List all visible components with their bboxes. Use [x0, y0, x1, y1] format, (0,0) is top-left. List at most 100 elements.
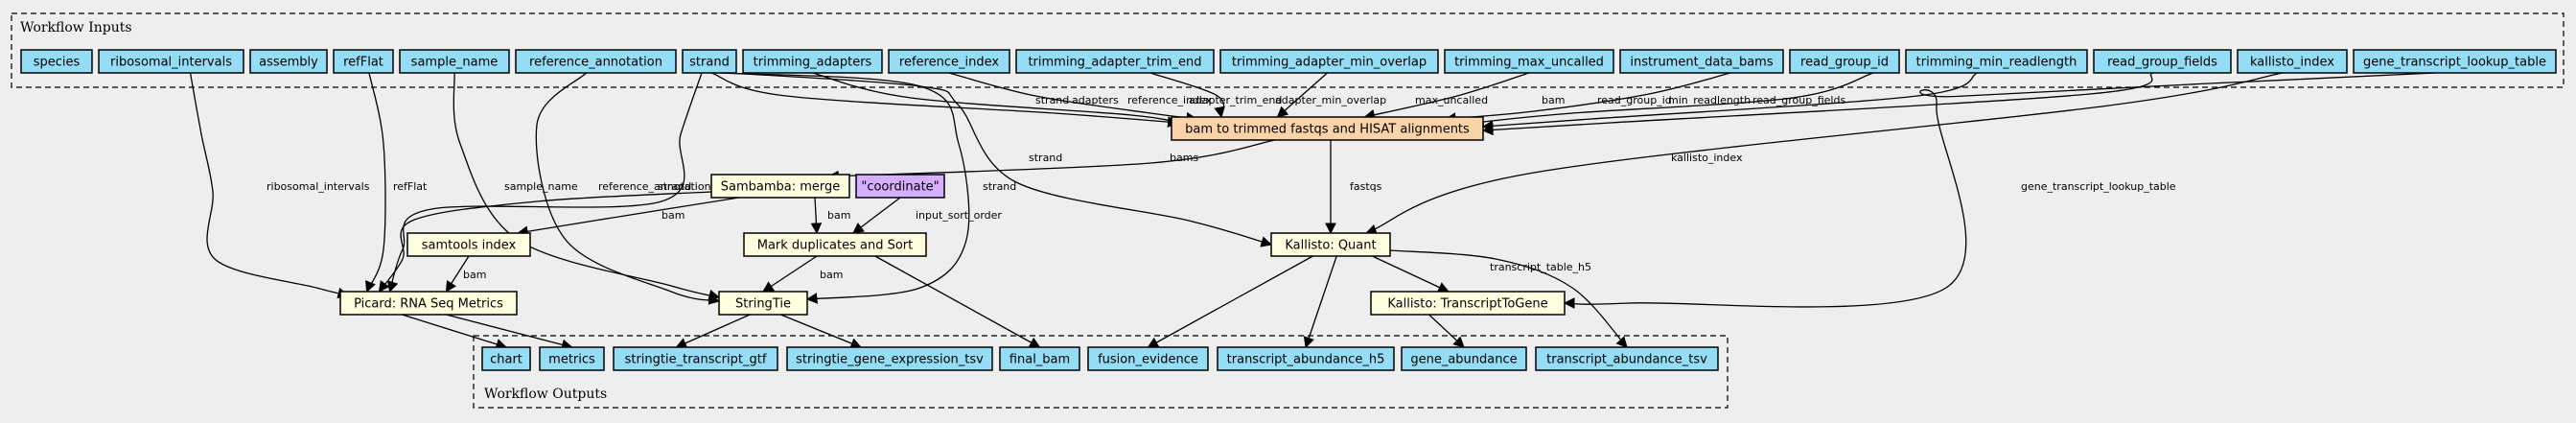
input-box-gene_transcript_lookup_table [2353, 49, 2557, 74]
step-label-sambamba_merge: Sambamba: merge [721, 180, 841, 195]
step-label-stringtie: StringTie [735, 297, 791, 312]
edge-label-sambamba_merge-to-samtools_index: bam [661, 209, 685, 222]
step-samtools_index: samtools index [406, 232, 531, 257]
edge-kallisto_quant-to-transcript_abundance_h5 [1303, 255, 1337, 349]
input-box-reference_index [888, 49, 1010, 74]
output-label-final_bam: final_bam [1010, 353, 1070, 367]
step-box-mark_duplicates [743, 232, 927, 257]
step-box-kallisto_t2g [1370, 291, 1566, 316]
input-box-assembly [249, 49, 328, 74]
edge-label-kallisto_quant-to-kallisto_t2g: transcript_table_h5 [1490, 261, 1591, 273]
input-label-trimming_adapter_trim_end: trimming_adapter_trim_end [1028, 56, 1201, 70]
input-box-trimming_adapters [742, 49, 883, 74]
edge-trimming_min_readlength-to-bam_to_trimmed [1481, 72, 1978, 132]
edge-label-sample_name-to-stringtie: sample_name [504, 180, 578, 193]
step-label-kallisto_quant: Kallisto: Quant [1285, 239, 1376, 253]
step-stringtie: StringTie [718, 291, 808, 316]
edge-stringtie-to-stringtie_transcript_gtf [675, 314, 751, 349]
edge-refFlat-to-picard_rnaseq [365, 72, 386, 294]
step-box-coordinate [855, 174, 945, 199]
output-label-transcript_abundance_h5: transcript_abundance_h5 [1227, 353, 1385, 367]
edge-samtools_index-to-picard_rnaseq [445, 255, 470, 293]
output-box-stringtie_transcript_gtf [613, 346, 778, 371]
workflow-outputs-label: Workflow Outputs [484, 387, 607, 402]
edge-mark_duplicates-to-stringtie [762, 255, 818, 293]
input-instrument_data_bams: instrument_data_bams [1619, 49, 1784, 74]
step-picard_rnaseq: Picard: RNA Seq Metrics [339, 291, 518, 316]
input-box-trimming_max_uncalled [1444, 49, 1614, 74]
workflow-inputs-label: Workflow Inputs [20, 20, 132, 35]
edge-label-kallisto_index-to-kallisto_quant: kallisto_index [1671, 152, 1743, 164]
edge-coordinate-to-mark_duplicates [852, 197, 901, 234]
input-label-read_group_fields: read_group_fields [2107, 56, 2217, 70]
edge-label-reference_annotation-to-stringtie: reference_annotation [598, 180, 711, 193]
input-sample_name: sample_name [399, 49, 510, 74]
edge-read_group_id-to-bam_to_trimmed [1473, 72, 1874, 128]
edge-trimming_adapter_min_overlap-to-bam_to_trimmed [1276, 72, 1328, 118]
input-label-read_group_id: read_group_id [1800, 56, 1889, 70]
step-box-stringtie [718, 291, 808, 316]
input-box-sample_name [399, 49, 510, 74]
input-box-trimming_adapter_min_overlap [1219, 49, 1439, 74]
input-read_group_id: read_group_id [1789, 49, 1900, 74]
edge-label-read_group_id-to-bam_to_trimmed: read_group_id [1597, 94, 1672, 106]
edge-label-strand-to-stringtie: strand [983, 180, 1016, 193]
input-kallisto_index: kallisto_index [2237, 49, 2348, 74]
input-box-read_group_fields [2093, 49, 2232, 74]
input-reference_index: reference_index [888, 49, 1010, 74]
input-refFlat: refFlat [333, 49, 394, 74]
input-read_group_fields: read_group_fields [2093, 49, 2232, 74]
input-label-instrument_data_bams: instrument_data_bams [1630, 56, 1773, 70]
input-box-refFlat [333, 49, 394, 74]
edge-label-gene_transcript_lookup_table-to-kallisto_t2g: gene_transcript_lookup_table [2021, 180, 2176, 193]
edge-sambamba_merge-to-samtools_index [517, 197, 739, 238]
edge-instrument_data_bams-to-bam_to_trimmed [1444, 72, 1731, 124]
input-trimming_min_readlength: trimming_min_readlength [1905, 49, 2088, 74]
input-ribosomal_intervals: ribosomal_intervals [98, 49, 244, 74]
output-transcript_abundance_tsv: transcript_abundance_tsv [1535, 346, 1719, 371]
input-box-strand [682, 49, 737, 74]
input-box-kallisto_index [2237, 49, 2348, 74]
input-box-trimming_adapter_trim_end [1015, 49, 1215, 74]
step-box-samtools_index [406, 232, 531, 257]
step-box-sambamba_merge [710, 174, 850, 199]
edge-strand-to-stringtie [720, 72, 970, 304]
output-box-gene_abundance [1401, 346, 1527, 371]
input-reference_annotation: reference_annotation [515, 49, 677, 74]
input-box-reference_annotation [515, 49, 677, 74]
edge-kallisto_quant-to-transcript_abundance_tsv [1389, 249, 1628, 348]
input-label-ribosomal_intervals: ribosomal_intervals [110, 56, 232, 70]
step-kallisto_t2g: Kallisto: TranscriptToGene [1370, 291, 1566, 316]
output-metrics: metrics [539, 346, 605, 371]
input-species: species [20, 49, 93, 74]
step-kallisto_quant: Kallisto: Quant [1270, 232, 1391, 257]
edge-label-strand-to-picard_rnaseq: strand [658, 180, 691, 193]
edge-reference_annotation-to-stringtie [535, 72, 721, 305]
input-label-sample_name: sample_name [411, 56, 499, 70]
edge-kallisto_t2g-to-gene_abundance [1428, 314, 1465, 348]
step-box-picard_rnaseq [339, 291, 518, 316]
input-label-reference_index: reference_index [899, 56, 999, 70]
edge-read_group_fields-to-bam_to_trimmed [1481, 72, 2153, 136]
input-box-species [20, 49, 93, 74]
edge-stringtie-to-stringtie_gene_expression_tsv [780, 314, 863, 349]
input-strand: strand [682, 49, 737, 74]
output-box-metrics [539, 346, 605, 371]
edge-mark_duplicates-to-final_bam [874, 255, 1041, 348]
edge-ribosomal_intervals-to-picard_rnaseq [189, 72, 350, 299]
workflow-outputs-cluster [473, 335, 1729, 409]
step-box-kallisto_quant [1270, 232, 1391, 257]
output-box-fusion_evidence [1087, 346, 1209, 371]
edge-label-strand-to-bam_to_trimmed: strand [1035, 94, 1069, 106]
step-label-bam_to_trimmed: bam to trimmed fastqs and HISAT alignmen… [1185, 123, 1470, 137]
step-label-samtools_index: samtools index [422, 239, 517, 253]
input-label-trimming_max_uncalled: trimming_max_uncalled [1454, 56, 1604, 70]
output-label-chart: chart [490, 353, 522, 367]
output-label-transcript_abundance_tsv: transcript_abundance_tsv [1546, 353, 1707, 367]
step-sambamba_merge: Sambamba: merge [710, 174, 850, 199]
input-trimming_adapter_min_overlap: trimming_adapter_min_overlap [1219, 49, 1439, 74]
edge-label-coordinate-to-mark_duplicates: input_sort_order [916, 209, 1002, 222]
output-label-metrics: metrics [548, 353, 595, 367]
step-coordinate: "coordinate" [855, 174, 945, 199]
